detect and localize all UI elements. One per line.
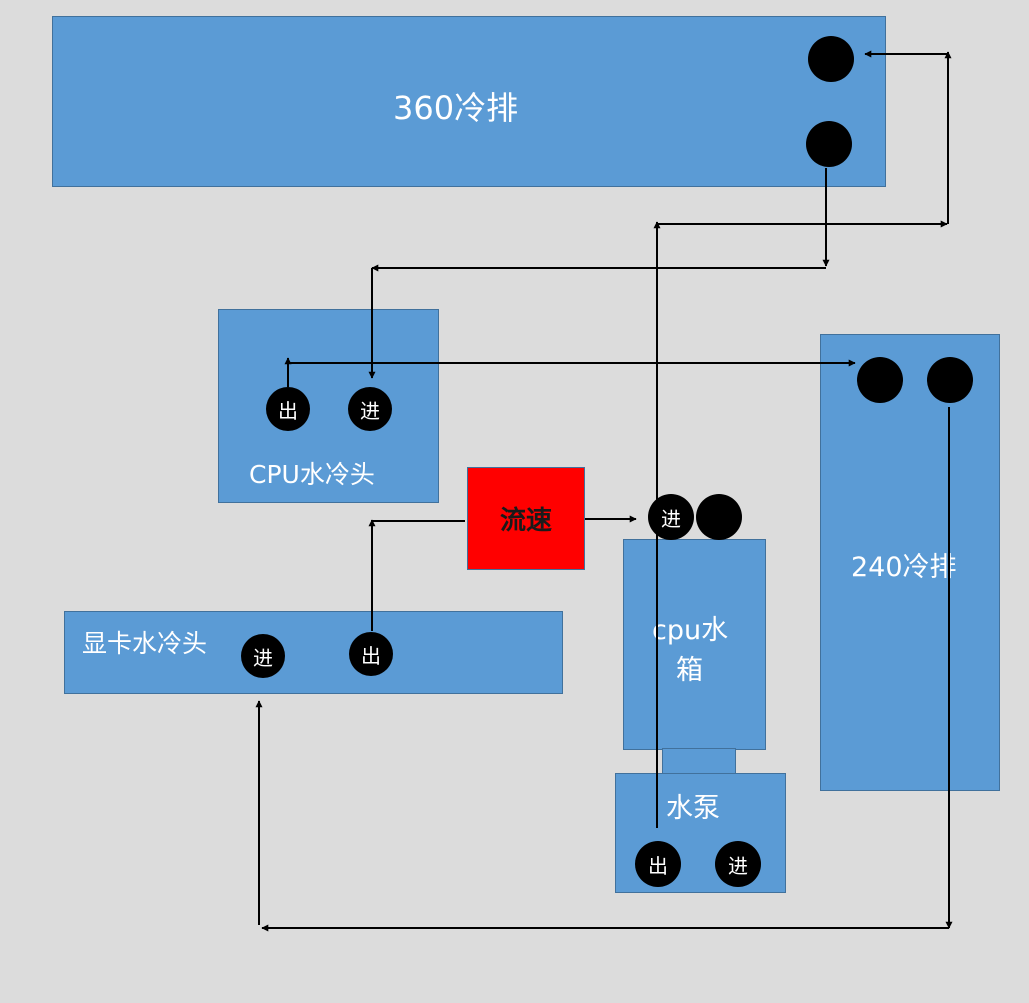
- cpu-block-port-out: 出: [266, 387, 310, 431]
- gpu-water-block: 显卡水冷头: [64, 611, 563, 694]
- gpu-block-port-out: 出: [349, 632, 393, 676]
- radiator-240-port-left: [857, 357, 903, 403]
- radiator-360-port-top: [808, 36, 854, 82]
- cpu-water-block-label: CPU水冷头: [249, 460, 375, 489]
- pump-port-out: 出: [635, 841, 681, 887]
- radiator-240-port-right: [927, 357, 973, 403]
- reservoir-port-2: [696, 494, 742, 540]
- radiator-360-label: 360冷排: [393, 89, 519, 127]
- water-pump-label: 水泵: [666, 793, 720, 824]
- gpu-water-block-label: 显卡水冷头: [82, 629, 208, 658]
- flow-meter: 流速: [467, 467, 585, 570]
- radiator-240: 240冷排: [820, 334, 1000, 791]
- radiator-360-port-bottom: [806, 121, 852, 167]
- pump-port-in: 进: [715, 841, 761, 887]
- flow-meter-label: 流速: [499, 506, 552, 536]
- cpu-water-block: CPU水冷头: [218, 309, 439, 503]
- cpu-block-port-in: 进: [348, 387, 392, 431]
- radiator-240-label: 240冷排: [851, 552, 957, 583]
- reservoir-label-line2: 箱: [676, 655, 703, 686]
- radiator-360: 360冷排: [52, 16, 886, 187]
- gpu-block-port-in: 进: [241, 634, 285, 678]
- reservoir-port-in: 进: [648, 494, 694, 540]
- reservoir-label-line1: cpu水: [652, 615, 729, 646]
- line-gpu-out: [371, 520, 465, 631]
- cpu-reservoir: cpu水 箱: [623, 539, 766, 750]
